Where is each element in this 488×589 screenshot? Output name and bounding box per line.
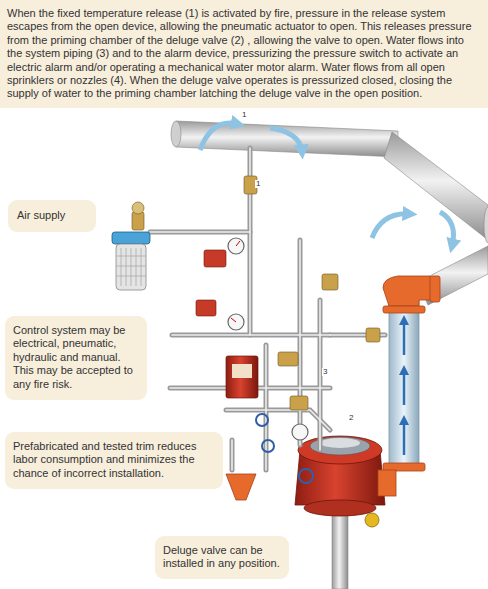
callout-text: Air supply (17, 209, 87, 222)
overhead-pipe (176, 121, 398, 157)
riser-pipe (389, 300, 419, 470)
riser-pipe (403, 320, 406, 355)
trim-piping (298, 240, 303, 445)
feature-callout: Prefabricated and tested trim reduces la… (5, 432, 223, 489)
trim-components (278, 352, 298, 366)
trim-components (236, 241, 240, 246)
trim-components (196, 300, 216, 316)
air-filter (132, 212, 144, 230)
trim-components (226, 356, 258, 398)
trim-piping (319, 300, 321, 450)
trim-components (196, 176, 380, 500)
trim-piping (230, 440, 235, 470)
overhead-pipe (171, 121, 181, 147)
trim-piping (150, 230, 250, 235)
flow-arrow (372, 214, 410, 238)
trim-piping (172, 334, 330, 336)
flow-arrow (440, 212, 454, 246)
trim-components (228, 314, 244, 330)
deluge-valve-body (332, 510, 348, 589)
trim-piping (150, 148, 385, 470)
deluge-valve-body (298, 436, 382, 464)
callout-text: Deluge valve can be installed in any pos… (163, 544, 281, 571)
trim-components (262, 440, 274, 452)
overhead-pipe (484, 207, 488, 243)
air-filter (132, 202, 144, 214)
deluge-valve-body (320, 438, 360, 448)
air-filter (112, 202, 150, 290)
flow-arrow (270, 128, 302, 152)
air-filter (116, 244, 146, 290)
riser-pipe (403, 370, 406, 405)
trim-piping (231, 440, 233, 470)
trim-piping (299, 240, 301, 445)
trim-piping (150, 148, 385, 470)
deluge-valve-body (295, 436, 396, 589)
trim-piping (226, 410, 330, 430)
trim-piping (172, 333, 330, 338)
callout-number: 1 (241, 111, 247, 119)
overhead-pipe (384, 132, 488, 240)
air-filter (116, 256, 146, 276)
deluge-valve-body (365, 513, 379, 527)
callout-number: 1 (255, 180, 261, 188)
trim-components (290, 396, 308, 410)
flow-arrow (200, 123, 454, 246)
trim-components (226, 474, 256, 500)
callout-text: When the fixed temperature release (1) i… (7, 7, 481, 101)
deluge-valve-body (378, 470, 396, 496)
riser-pipe (430, 276, 440, 302)
trim-components (204, 250, 226, 267)
feature-callout: Deluge valve can be installed in any pos… (155, 536, 289, 579)
overhead-pipe (171, 121, 488, 305)
callout-text: Prefabricated and tested trim reduces la… (13, 440, 215, 480)
trim-piping (150, 148, 385, 470)
riser-pipe (383, 306, 425, 313)
feature-callout: Control system may be electrical, pneuma… (5, 316, 147, 400)
trim-components (232, 364, 252, 378)
callout-number: 3 (322, 368, 328, 376)
trim-components (231, 318, 236, 322)
riser-pipe (403, 420, 406, 455)
flow-arrow (200, 123, 238, 150)
riser-pipe (383, 276, 440, 471)
feature-callout: Air supply (8, 200, 96, 232)
trim-components (292, 424, 308, 440)
deluge-valve-body (299, 469, 313, 483)
callout-number: 2 (348, 414, 354, 422)
trim-piping (226, 410, 330, 430)
trim-piping (150, 231, 250, 233)
callout-text: Control system may be electrical, pneuma… (13, 324, 139, 391)
air-filter (121, 248, 141, 286)
description-panel: When the fixed temperature release (1) i… (0, 0, 488, 108)
trim-components (228, 238, 244, 254)
trim-components (322, 274, 338, 290)
trim-components (256, 414, 268, 426)
deluge-valve-body (304, 500, 376, 516)
trim-components (366, 328, 380, 342)
air-filter (112, 232, 150, 244)
